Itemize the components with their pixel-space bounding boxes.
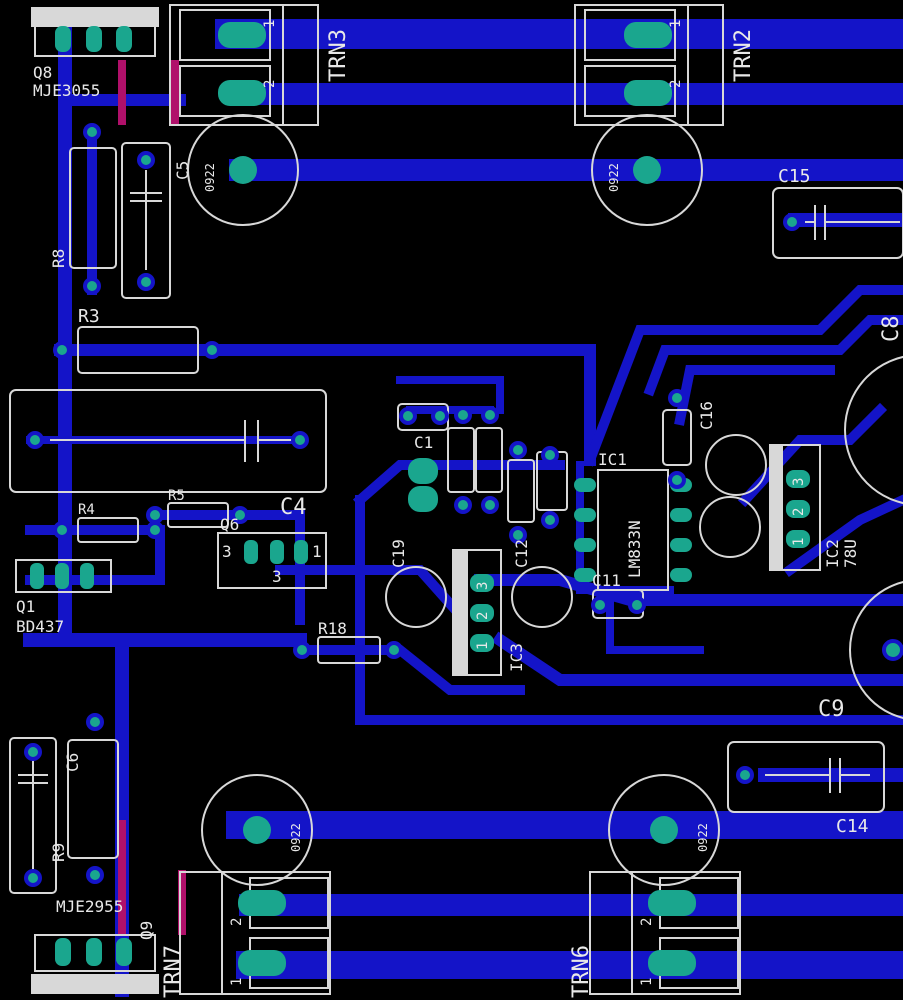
label-hole-bl: 0922 <box>289 823 303 852</box>
label-q6-pin3a: 3 <box>222 542 232 561</box>
label-trn3-pin2: 2 <box>262 80 278 88</box>
copper-traces <box>23 19 903 997</box>
label-r8: R8 <box>49 249 68 268</box>
label-trn6-pin1: 1 <box>639 978 655 986</box>
label-trn3-pin1: 1 <box>262 20 278 28</box>
label-c9: C9 <box>818 697 845 722</box>
label-ic2-pin2: 2 <box>791 508 807 516</box>
label-trn7-pin2: 2 <box>229 918 245 926</box>
label-ic2-part: 78U <box>841 539 860 568</box>
label-q6-pin3b: 3 <box>272 567 282 586</box>
small-pads <box>24 123 903 887</box>
label-hole-br: 0922 <box>696 823 710 852</box>
label-c4: C4 <box>280 495 307 520</box>
label-c12: C12 <box>512 539 531 568</box>
label-ic1: IC1 <box>598 450 627 469</box>
label-r5: R5 <box>168 488 185 504</box>
label-trn2-pin1: 1 <box>668 20 684 28</box>
label-ic1-part: LM833N <box>625 520 644 578</box>
label-q8-part: MJE3055 <box>33 81 100 100</box>
label-q6-pin1: 1 <box>312 542 322 561</box>
label-ic3-pin3: 3 <box>475 582 491 590</box>
label-c15: C15 <box>778 166 811 187</box>
label-ic2-pin1: 1 <box>791 538 807 546</box>
label-r18: R18 <box>318 619 347 638</box>
label-ic2: IC2 <box>823 539 842 568</box>
label-r9: R9 <box>49 843 68 862</box>
label-trn7: TRN7 <box>161 945 186 998</box>
label-c14: C14 <box>836 816 869 837</box>
label-q8: Q8 <box>33 63 52 82</box>
label-trn3: TRN3 <box>326 29 351 82</box>
label-q9: Q9 <box>137 921 156 940</box>
label-c6: C6 <box>63 753 82 772</box>
label-q9-part: MJE2955 <box>56 897 123 916</box>
label-r4: R4 <box>78 502 95 518</box>
label-c8: C8 <box>879 316 903 343</box>
label-trn2: TRN2 <box>731 29 756 82</box>
label-q1-part: BD437 <box>16 617 64 636</box>
label-hole-tr: 0922 <box>607 163 621 192</box>
label-q6: Q6 <box>220 515 239 534</box>
label-ic3: IC3 <box>507 643 526 672</box>
label-c19: C19 <box>389 539 408 568</box>
label-c16: C16 <box>697 401 716 430</box>
label-trn7-pin1: 1 <box>229 978 245 986</box>
pads <box>30 22 810 976</box>
label-q1: Q1 <box>16 597 35 616</box>
label-ic3-pin2: 2 <box>475 612 491 620</box>
label-trn6-pin2: 2 <box>639 918 655 926</box>
silkscreen-text: Q8 MJE3055 TRN3 TRN2 1 2 1 2 0922 0922 0… <box>16 20 903 998</box>
label-r3: R3 <box>78 306 100 327</box>
label-c5: C5 <box>173 161 192 180</box>
label-hole-tl: 0922 <box>203 163 217 192</box>
label-c1: C1 <box>414 433 433 452</box>
jumper-wires <box>118 60 186 935</box>
label-ic2-pin3: 3 <box>791 478 807 486</box>
label-ic3-pin1: 1 <box>475 642 491 650</box>
label-c11: C11 <box>592 571 621 590</box>
label-trn6: TRN6 <box>569 945 594 998</box>
label-trn2-pin2: 2 <box>668 80 684 88</box>
